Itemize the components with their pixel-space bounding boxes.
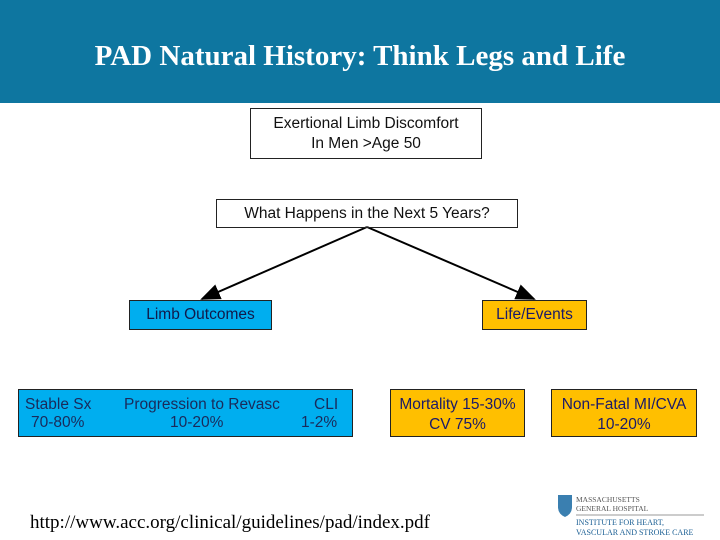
root-box: Exertional Limb Discomfort In Men >Age 5… — [250, 108, 482, 159]
mortality-box: Mortality 15-30% CV 75% — [390, 389, 525, 437]
limb-results-box: Stable Sx 70-80% Progression to Revasc 1… — [18, 389, 353, 437]
question-box: What Happens in the Next 5 Years? — [216, 199, 518, 228]
progression-label: Progression to Revasc — [124, 396, 280, 413]
arrow-to-life — [366, 226, 536, 300]
stable-pct: 70-80% — [31, 414, 85, 431]
reference-link[interactable]: http://www.acc.org/clinical/guidelines/p… — [30, 512, 430, 533]
progression-pct: 10-20% — [170, 414, 224, 431]
svg-text:VASCULAR AND STROKE CARE: VASCULAR AND STROKE CARE — [576, 528, 694, 537]
nonfatal-label: Non-Fatal MI/CVA — [561, 396, 687, 413]
life-events-box: Life/Events — [482, 300, 587, 330]
cli-label: CLI — [314, 396, 339, 413]
root-line1: Exertional Limb Discomfort — [273, 115, 459, 132]
mgh-logo: MASSACHUSETTS GENERAL HOSPITAL INSTITUTE… — [556, 493, 706, 537]
header-bar — [0, 0, 720, 103]
arrow-to-limb — [200, 226, 368, 300]
svg-text:MASSACHUSETTS: MASSACHUSETTS — [576, 495, 640, 504]
stable-label: Stable Sx — [25, 396, 92, 413]
cli-pct: 1-2% — [301, 414, 338, 431]
svg-text:GENERAL HOSPITAL: GENERAL HOSPITAL — [576, 504, 649, 513]
slide-title: PAD Natural History: Think Legs and Life — [94, 40, 626, 72]
cv-label: CV 75% — [429, 416, 486, 433]
svg-text:INSTITUTE FOR HEART,: INSTITUTE FOR HEART, — [576, 518, 664, 527]
root-line2: In Men >Age 50 — [311, 135, 421, 152]
nonfatal-pct: 10-20% — [597, 416, 651, 433]
mortality-label: Mortality 15-30% — [399, 396, 516, 413]
nonfatal-box: Non-Fatal MI/CVA 10-20% — [551, 389, 697, 437]
limb-outcomes-box: Limb Outcomes — [129, 300, 272, 330]
